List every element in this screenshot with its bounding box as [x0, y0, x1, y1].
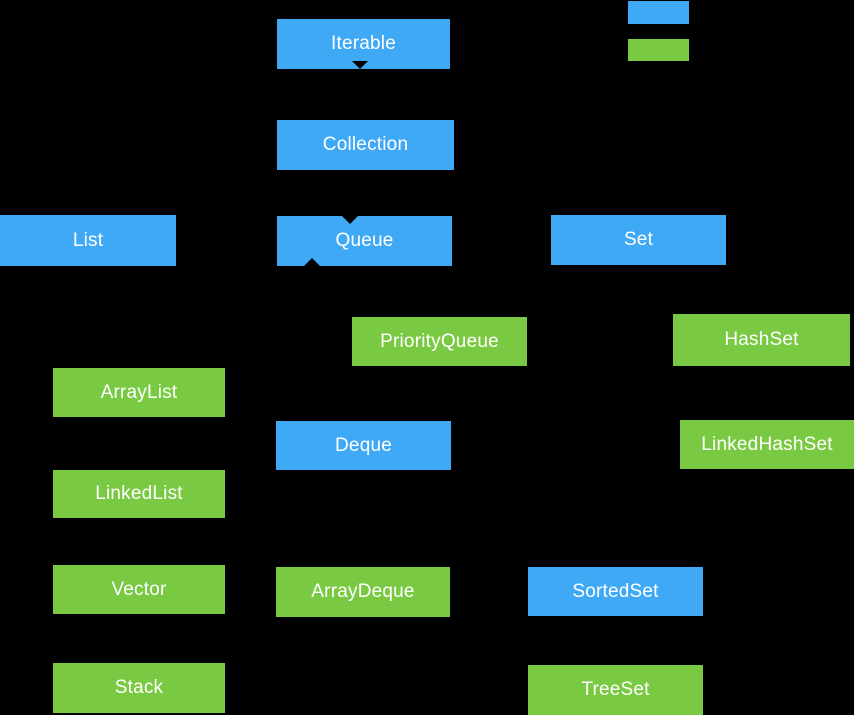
- node-label: TreeSet: [581, 679, 650, 700]
- node-label: PriorityQueue: [380, 330, 499, 352]
- legend-interface-swatch: [628, 1, 689, 24]
- node-deque: Deque: [276, 421, 451, 470]
- node-collection: Collection: [277, 120, 454, 170]
- node-label: Set: [623, 229, 654, 250]
- node-label: HashSet: [724, 329, 799, 350]
- node-arraydeque: ArrayDeque: [276, 567, 450, 617]
- node-label: Collection: [322, 134, 409, 155]
- node-set: Set: [551, 215, 726, 265]
- node-label: Deque: [335, 434, 392, 456]
- node-linkedlist: LinkedList: [53, 470, 225, 518]
- node-list: List: [0, 215, 176, 266]
- node-treeset: TreeSet: [528, 665, 703, 715]
- node-arraylist: ArrayList: [53, 368, 225, 417]
- node-label: List: [72, 229, 104, 251]
- node-hashset: HashSet: [673, 314, 850, 366]
- node-label: SortedSet: [572, 580, 659, 602]
- node-iterable: Iterable: [277, 19, 450, 69]
- node-label: Stack: [114, 677, 164, 698]
- node-label: Vector: [111, 578, 167, 600]
- node-priorityqueue: PriorityQueue: [352, 317, 527, 366]
- node-vector: Vector: [53, 565, 225, 614]
- node-linkedhashset: LinkedHashSet: [680, 420, 854, 469]
- node-sortedset: SortedSet: [528, 567, 703, 616]
- node-queue: Queue: [277, 216, 452, 266]
- legend-class-swatch: [628, 39, 689, 61]
- node-label: ArrayList: [100, 381, 178, 403]
- node-label: ArrayDeque: [311, 581, 415, 602]
- connector-arrowhead-icon: [342, 216, 358, 224]
- connector-arrowhead-icon: [304, 258, 320, 266]
- connector-arrowhead-icon: [352, 61, 368, 69]
- node-label: Iterable: [331, 33, 396, 54]
- node-label: LinkedList: [95, 483, 183, 504]
- node-label: Queue: [335, 230, 394, 251]
- node-label: LinkedHashSet: [701, 433, 833, 455]
- node-stack: Stack: [53, 663, 225, 713]
